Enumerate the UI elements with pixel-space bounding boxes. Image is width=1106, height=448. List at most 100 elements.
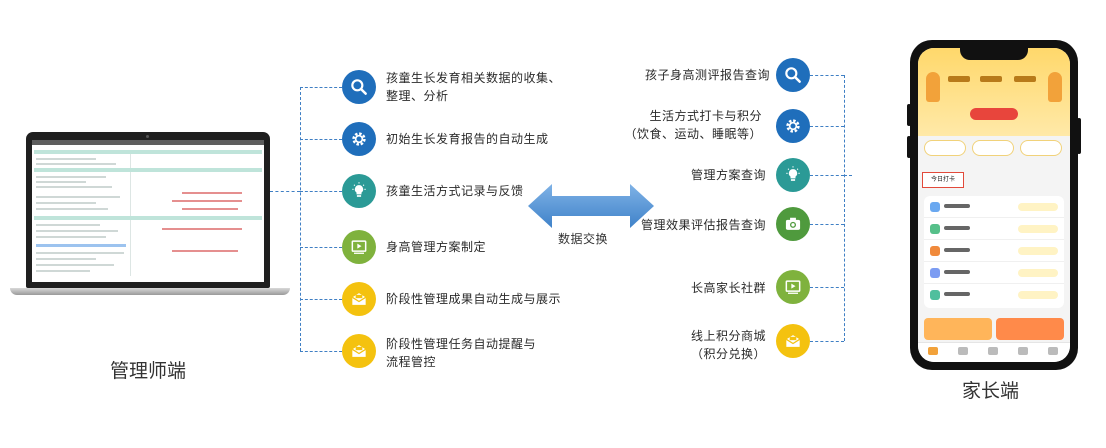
screen-band bbox=[34, 150, 262, 154]
right-feature-4-line1: 管理效果评估报告查询 bbox=[640, 218, 766, 232]
list-item[interactable] bbox=[924, 262, 1064, 284]
left-feature-2-line1: 初始生长发育报告的自动生成 bbox=[386, 132, 549, 146]
screen-red-line bbox=[172, 200, 242, 202]
screen-red-line bbox=[162, 228, 242, 230]
list-item-text bbox=[944, 204, 970, 208]
header-action-button[interactable] bbox=[970, 108, 1018, 120]
admin-laptop-illustration bbox=[10, 132, 290, 298]
phone-side-button bbox=[1077, 118, 1081, 154]
quick-entry-pill[interactable] bbox=[972, 140, 1014, 156]
mail-icon bbox=[776, 324, 810, 358]
connector-left-4 bbox=[300, 247, 342, 248]
list-item[interactable] bbox=[924, 196, 1064, 218]
quick-entry-pill[interactable] bbox=[924, 140, 966, 156]
right-feature-6-line2: （积分兑换） bbox=[690, 347, 766, 361]
phone-side-button bbox=[907, 136, 911, 158]
screen-blue-row bbox=[36, 244, 126, 247]
laptop-camera bbox=[146, 135, 149, 138]
connector-left-6 bbox=[300, 351, 342, 352]
bottom-tab-bar bbox=[918, 342, 1070, 362]
list-item-icon bbox=[930, 268, 940, 278]
screen-row bbox=[36, 208, 108, 210]
giraffe-illustration bbox=[1048, 72, 1062, 102]
screen-band bbox=[34, 216, 262, 220]
left-feature-3: 孩童生活方式记录与反馈 bbox=[386, 182, 524, 200]
screen-row bbox=[36, 224, 100, 226]
screen-row bbox=[36, 258, 96, 260]
screen-row bbox=[36, 230, 118, 232]
left-feature-6: 阶段性管理任务自动提醒与 流程管控 bbox=[386, 335, 536, 371]
laptop-lid bbox=[26, 132, 270, 288]
right-feature-5-line1: 长高家长社群 bbox=[690, 281, 766, 295]
camera-icon bbox=[776, 207, 810, 241]
screen-row bbox=[36, 176, 106, 178]
right-feature-3-line1: 管理方案查询 bbox=[690, 168, 766, 182]
today-checkin-tab[interactable]: 今日打卡 bbox=[922, 172, 964, 188]
mail-icon bbox=[342, 334, 376, 368]
list-item-tag bbox=[1018, 247, 1058, 255]
checkin-list bbox=[924, 196, 1064, 308]
screen-row bbox=[36, 202, 96, 204]
list-item[interactable] bbox=[924, 284, 1064, 306]
connector-left-2 bbox=[300, 139, 342, 140]
promo-banner[interactable] bbox=[924, 318, 992, 340]
video-play-icon bbox=[776, 270, 810, 304]
right-feature-2-line2: （饮食、运动、睡眠等） bbox=[624, 127, 762, 141]
list-item-tag bbox=[1018, 225, 1058, 233]
connector-left-5 bbox=[300, 299, 342, 300]
phone-header-banner bbox=[918, 48, 1070, 136]
connector-left-1 bbox=[300, 87, 342, 88]
screen-row bbox=[36, 181, 86, 183]
screen-divider bbox=[130, 150, 131, 276]
left-feature-6-line1: 阶段性管理任务自动提醒与 bbox=[386, 337, 537, 351]
data-exchange-label: 数据交换 bbox=[558, 232, 609, 246]
connector-right-6 bbox=[810, 341, 844, 342]
tab-profile[interactable] bbox=[1048, 347, 1058, 355]
list-item-text bbox=[944, 226, 970, 230]
list-item[interactable] bbox=[924, 218, 1064, 240]
lightbulb-icon bbox=[342, 174, 376, 208]
search-icon bbox=[342, 70, 376, 104]
laptop-base bbox=[10, 288, 290, 295]
video-play-icon bbox=[342, 230, 376, 264]
left-feature-4-line1: 身高管理方案制定 bbox=[386, 240, 487, 254]
list-item-tag bbox=[1018, 203, 1058, 211]
screen-row bbox=[36, 163, 116, 165]
right-feature-2-line1: 生活方式打卡与积分 bbox=[649, 109, 762, 123]
connector-left-trunk bbox=[300, 87, 301, 351]
quick-entry-pill[interactable] bbox=[1020, 140, 1062, 156]
lightbulb-icon bbox=[776, 158, 810, 192]
screen-row bbox=[36, 264, 114, 266]
right-feature-4: 管理效果评估报告查询 bbox=[596, 216, 766, 234]
connector-right-4 bbox=[810, 224, 844, 225]
right-feature-5: 长高家长社群 bbox=[596, 279, 766, 297]
screen-red-line bbox=[172, 250, 238, 252]
list-item[interactable] bbox=[924, 240, 1064, 262]
list-item-text bbox=[944, 270, 970, 274]
left-feature-3-line1: 孩童生活方式记录与反馈 bbox=[386, 184, 524, 198]
screen-row bbox=[36, 158, 96, 160]
search-icon bbox=[776, 58, 810, 92]
header-stat bbox=[980, 76, 1002, 82]
list-item-text bbox=[944, 248, 970, 252]
tab-item[interactable] bbox=[958, 347, 968, 355]
tab-item[interactable] bbox=[988, 347, 998, 355]
giraffe-illustration bbox=[926, 72, 940, 102]
right-feature-1-line1: 孩子身高测评报告查询 bbox=[644, 68, 770, 82]
phone-side-button bbox=[907, 104, 911, 126]
right-feature-2: 生活方式打卡与积分 （饮食、运动、睡眠等） bbox=[592, 107, 762, 143]
right-feature-6-line1: 线上积分商城 bbox=[690, 329, 766, 343]
tab-home[interactable] bbox=[928, 347, 938, 355]
left-feature-2: 初始生长发育报告的自动生成 bbox=[386, 130, 549, 148]
list-item-text bbox=[944, 292, 970, 296]
screen-row bbox=[36, 196, 120, 198]
left-feature-5: 阶段性管理成果自动生成与展示 bbox=[386, 290, 561, 308]
list-item-icon bbox=[930, 290, 940, 300]
gear-icon bbox=[776, 109, 810, 143]
screen-red-line bbox=[182, 208, 238, 210]
promo-banner[interactable] bbox=[996, 318, 1064, 340]
list-item-icon bbox=[930, 246, 940, 256]
tab-item[interactable] bbox=[1018, 347, 1028, 355]
right-feature-6: 线上积分商城 （积分兑换） bbox=[596, 327, 766, 363]
connector-right-trunk bbox=[844, 75, 845, 341]
